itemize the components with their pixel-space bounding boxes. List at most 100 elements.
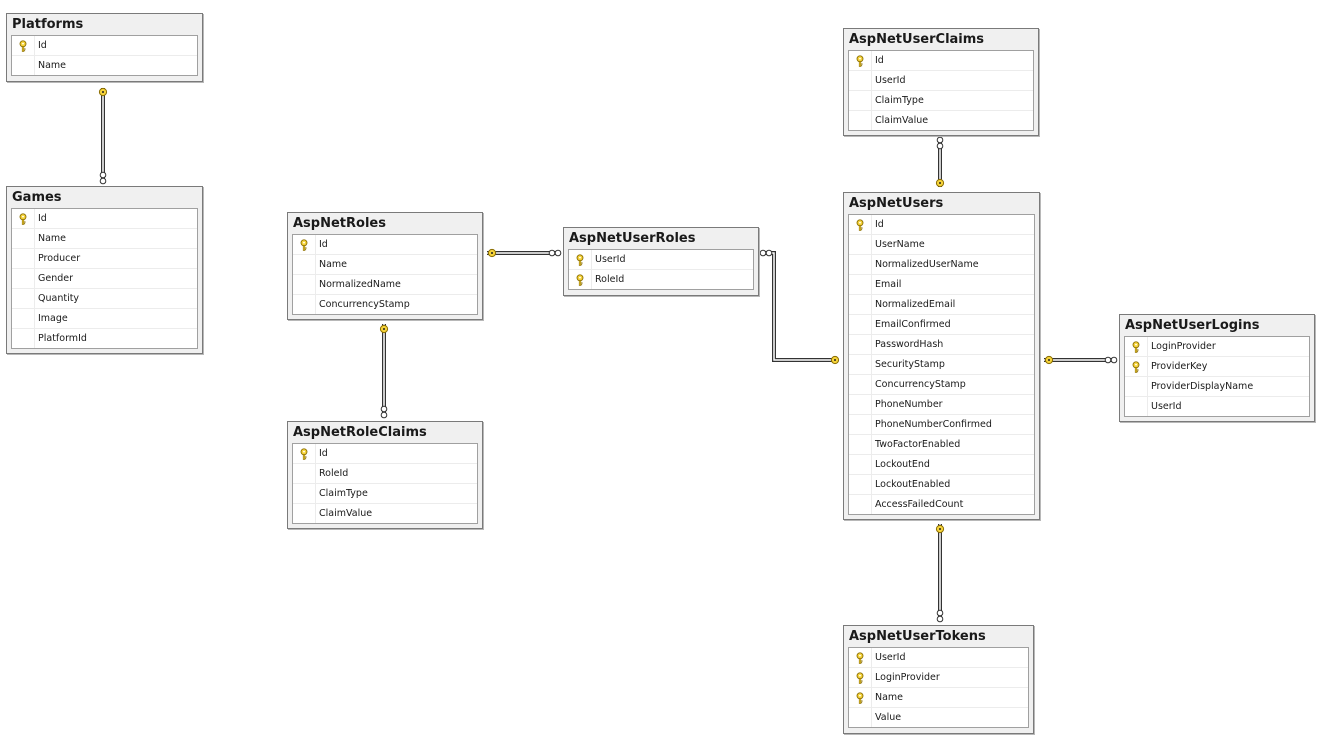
column-name: NormalizedName <box>319 279 401 290</box>
column-row[interactable]: Id <box>849 51 1033 70</box>
column-row[interactable]: Id <box>12 209 197 228</box>
column-name: ConcurrencyStamp <box>875 379 966 390</box>
column-name: Gender <box>38 273 74 284</box>
column-row[interactable]: UserId <box>1125 396 1309 416</box>
table-title: Platforms <box>12 17 84 32</box>
column-row[interactable]: SecurityStamp <box>849 354 1034 374</box>
column-name: UserId <box>875 652 906 663</box>
row-gutter <box>849 51 872 70</box>
column-row[interactable]: Name <box>293 254 477 274</box>
column-row[interactable]: AccessFailedCount <box>849 494 1034 514</box>
row-gutter <box>849 71 872 90</box>
column-row[interactable]: ClaimType <box>293 483 477 503</box>
column-row[interactable]: ProviderKey <box>1125 356 1309 376</box>
key-icon <box>856 672 864 684</box>
table-title: AspNetUserRoles <box>569 231 696 246</box>
key-icon <box>19 213 27 225</box>
column-name: Name <box>875 692 904 703</box>
column-row[interactable]: LockoutEnabled <box>849 474 1034 494</box>
column-row[interactable]: EmailConfirmed <box>849 314 1034 334</box>
column-row[interactable]: RoleId <box>293 463 477 483</box>
row-gutter <box>293 484 316 503</box>
row-gutter <box>12 36 35 55</box>
column-row[interactable]: LoginProvider <box>1125 337 1309 356</box>
column-row[interactable]: NormalizedEmail <box>849 294 1034 314</box>
table-title: Games <box>12 190 62 205</box>
column-row[interactable]: Email <box>849 274 1034 294</box>
column-row[interactable]: ClaimValue <box>849 110 1033 130</box>
column-name: Id <box>875 55 884 66</box>
column-row[interactable]: ConcurrencyStamp <box>849 374 1034 394</box>
infinity-endpoint-icon <box>759 249 773 257</box>
column-name: Id <box>319 239 328 250</box>
column-name: UserId <box>1151 401 1182 412</box>
column-row[interactable]: UserId <box>849 70 1033 90</box>
infinity-endpoint-icon <box>936 136 944 150</box>
column-row[interactable]: LockoutEnd <box>849 454 1034 474</box>
column-row[interactable]: PhoneNumber <box>849 394 1034 414</box>
column-row[interactable]: UserId <box>849 648 1028 667</box>
key-endpoint-icon <box>1044 355 1054 365</box>
row-gutter <box>849 415 872 434</box>
column-row[interactable]: ConcurrencyStamp <box>293 294 477 314</box>
column-row[interactable]: ProviderDisplayName <box>1125 376 1309 396</box>
column-row[interactable]: LoginProvider <box>849 667 1028 687</box>
column-row[interactable]: NormalizedName <box>293 274 477 294</box>
column-row[interactable]: ClaimType <box>849 90 1033 110</box>
key-icon <box>856 692 864 704</box>
column-row[interactable]: Id <box>12 36 197 55</box>
key-endpoint-icon <box>830 355 840 365</box>
column-row[interactable]: PasswordHash <box>849 334 1034 354</box>
column-name: UserName <box>875 239 925 250</box>
row-gutter <box>849 235 872 254</box>
column-row[interactable]: Id <box>293 444 477 463</box>
column-row[interactable]: Name <box>12 228 197 248</box>
key-icon <box>1132 361 1140 373</box>
column-row[interactable]: Id <box>849 215 1034 234</box>
column-name: PhoneNumber <box>875 399 943 410</box>
key-endpoint-icon <box>935 178 945 188</box>
column-row[interactable]: PhoneNumberConfirmed <box>849 414 1034 434</box>
row-gutter <box>569 250 592 269</box>
table-title: AspNetUserTokens <box>849 629 986 644</box>
row-gutter <box>1125 337 1148 356</box>
column-row[interactable]: Gender <box>12 268 197 288</box>
column-row[interactable]: UserId <box>569 250 753 269</box>
column-row[interactable]: Producer <box>12 248 197 268</box>
row-gutter <box>849 668 872 687</box>
key-icon <box>300 239 308 251</box>
column-row[interactable]: Name <box>849 687 1028 707</box>
column-row[interactable]: PlatformId <box>12 328 197 348</box>
column-row[interactable]: RoleId <box>569 269 753 289</box>
column-row[interactable]: UserName <box>849 234 1034 254</box>
column-row[interactable]: TwoFactorEnabled <box>849 434 1034 454</box>
column-row[interactable]: Value <box>849 707 1028 727</box>
key-icon <box>1132 341 1140 353</box>
column-row[interactable]: ClaimValue <box>293 503 477 523</box>
column-row[interactable]: Name <box>12 55 197 75</box>
column-row[interactable]: NormalizedUserName <box>849 254 1034 274</box>
column-row[interactable]: Id <box>293 235 477 254</box>
row-gutter <box>12 229 35 248</box>
column-name: ProviderDisplayName <box>1151 381 1254 392</box>
column-name: PhoneNumberConfirmed <box>875 419 992 430</box>
column-name: PlatformId <box>38 333 87 344</box>
column-name: Id <box>319 448 328 459</box>
column-row[interactable]: Quantity <box>12 288 197 308</box>
column-row[interactable]: Image <box>12 308 197 328</box>
row-gutter <box>849 295 872 314</box>
row-gutter <box>293 444 316 463</box>
